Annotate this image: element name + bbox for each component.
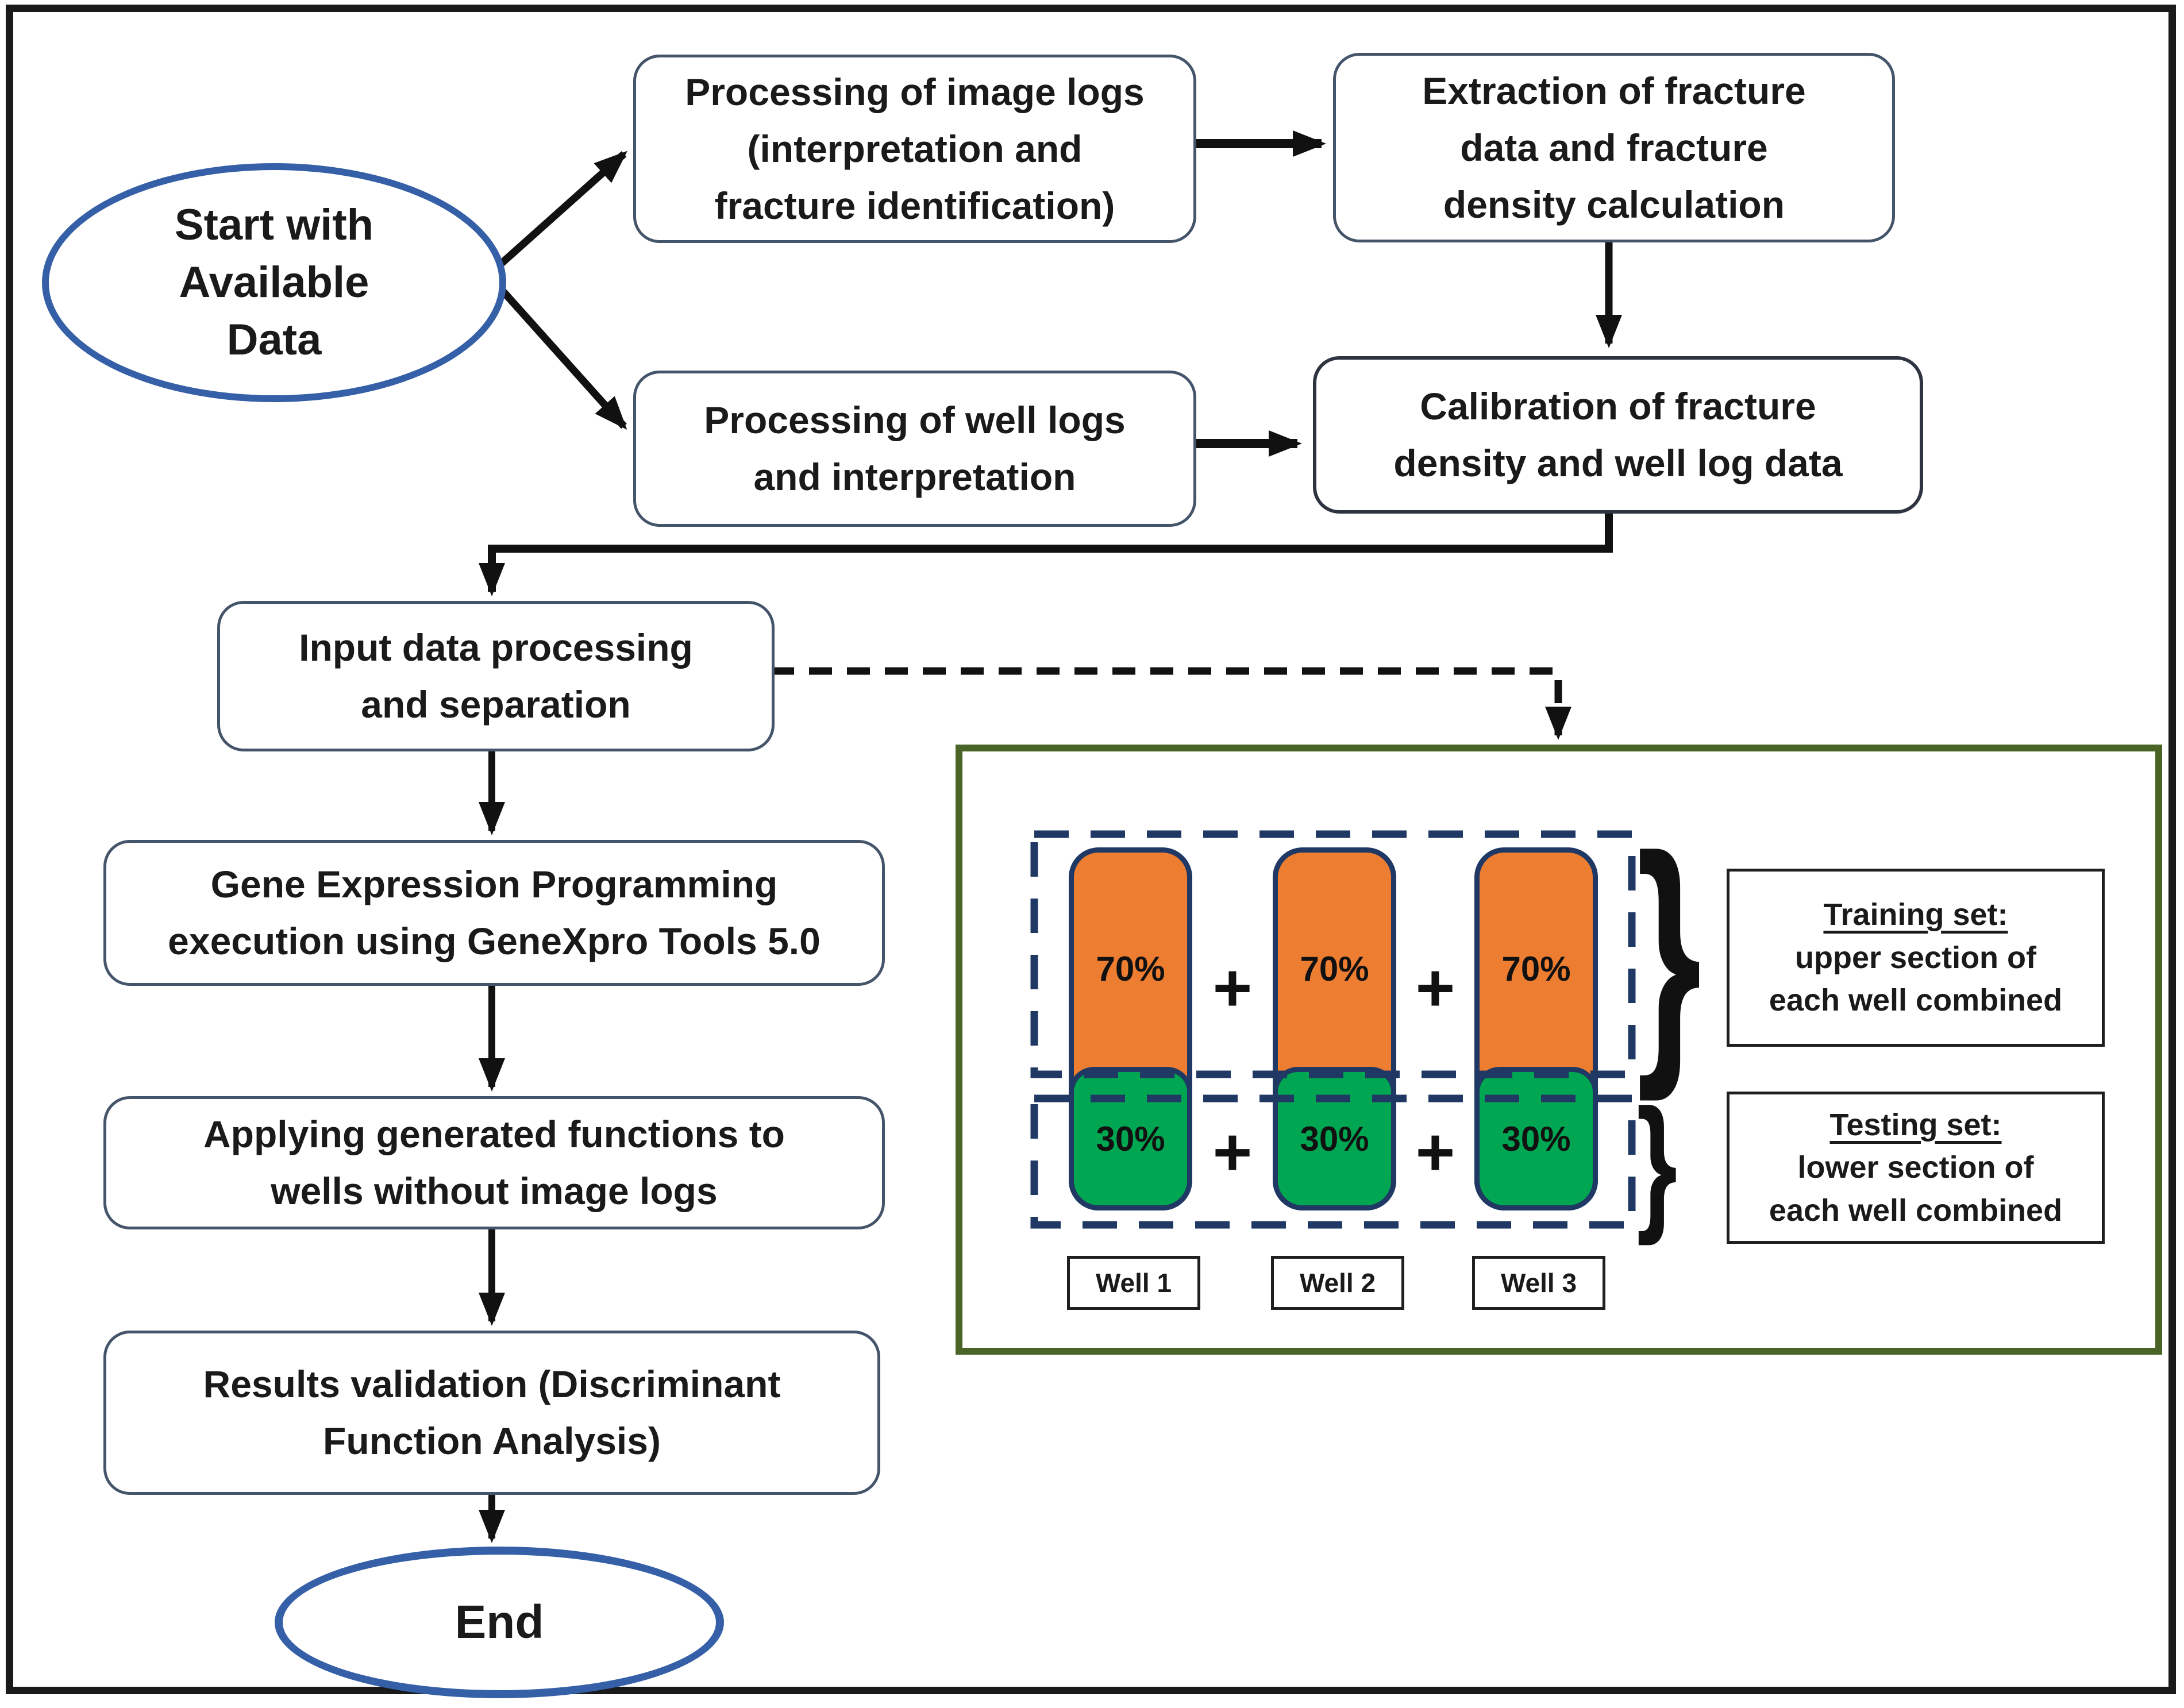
- node-processing-well-logs: Processing of well logs and interpretati…: [633, 371, 1196, 527]
- well-1-lower-percent: 30%: [1096, 1119, 1165, 1158]
- start-label: Start with Available Data: [174, 200, 374, 365]
- training-set-labelbox: Training set: upper section of each well…: [1727, 869, 2105, 1047]
- testing-brace: }: [1636, 1078, 1678, 1246]
- input-data-label: Input data processing and separation: [299, 626, 693, 726]
- node-calibration: Calibration of fracture density and well…: [1313, 356, 1923, 514]
- well-2-upper-percent: 70%: [1300, 950, 1369, 988]
- well-2-label: Well 2: [1299, 1268, 1376, 1298]
- node-input-data-processing: Input data processing and separation: [217, 601, 775, 751]
- well-3-upper-percent: 70%: [1501, 950, 1571, 988]
- well-2-lower-section: 30%: [1273, 1067, 1396, 1210]
- plus-sign-upper-2: +: [1415, 950, 1455, 1026]
- well-1-upper-percent: 70%: [1096, 950, 1165, 988]
- well-1-bar: 70% 30%: [1069, 847, 1192, 1210]
- well-1-lower-section: 30%: [1069, 1067, 1192, 1210]
- well-3-lower-percent: 30%: [1501, 1119, 1571, 1158]
- applying-label: Applying generated functions to wells wi…: [203, 1113, 785, 1212]
- training-set-desc: upper section of each well combined: [1769, 940, 2063, 1018]
- well-3-labelbox: Well 3: [1472, 1256, 1605, 1310]
- well-2-labelbox: Well 2: [1271, 1256, 1404, 1310]
- well-2-lower-percent: 30%: [1300, 1119, 1369, 1158]
- node-extraction-fracture-data: Extraction of fracture data and fracture…: [1333, 53, 1895, 242]
- well-3-lower-section: 30%: [1474, 1067, 1598, 1210]
- well-1-labelbox: Well 1: [1067, 1256, 1200, 1310]
- processing-well-logs-label: Processing of well logs and interpretati…: [704, 399, 1126, 498]
- well-3-bar: 70% 30%: [1474, 847, 1598, 1210]
- extraction-label: Extraction of fracture data and fracture…: [1422, 69, 1806, 226]
- calibration-label: Calibration of fracture density and well…: [1393, 385, 1843, 484]
- node-results-validation: Results validation (Discriminant Functio…: [103, 1331, 880, 1495]
- node-gep-execution: Gene Expression Programming execution us…: [103, 840, 885, 986]
- well-1-label: Well 1: [1095, 1268, 1172, 1298]
- gep-label: Gene Expression Programming execution us…: [168, 863, 821, 962]
- node-applying-functions: Applying generated functions to wells wi…: [103, 1096, 885, 1229]
- end-label: End: [454, 1595, 544, 1648]
- training-set-title: Training set:: [1823, 897, 2008, 932]
- well-2-bar: 70% 30%: [1273, 847, 1396, 1210]
- start-node: Start with Available Data: [42, 163, 506, 402]
- training-brace: }: [1636, 800, 1702, 1102]
- end-node: End: [275, 1547, 724, 1698]
- plus-sign-upper-1: +: [1212, 950, 1253, 1026]
- plus-sign-lower-1: +: [1212, 1115, 1253, 1190]
- testing-set-desc: lower section of each well combined: [1769, 1150, 2063, 1228]
- validation-label: Results validation (Discriminant Functio…: [203, 1363, 781, 1462]
- plus-sign-lower-2: +: [1415, 1115, 1455, 1190]
- processing-image-logs-label: Processing of image logs (interpretation…: [685, 70, 1145, 227]
- node-processing-image-logs: Processing of image logs (interpretation…: [633, 55, 1196, 243]
- testing-set-title: Testing set:: [1829, 1107, 2002, 1142]
- well-3-label: Well 3: [1500, 1268, 1577, 1298]
- testing-set-labelbox: Testing set: lower section of each well …: [1727, 1092, 2105, 1244]
